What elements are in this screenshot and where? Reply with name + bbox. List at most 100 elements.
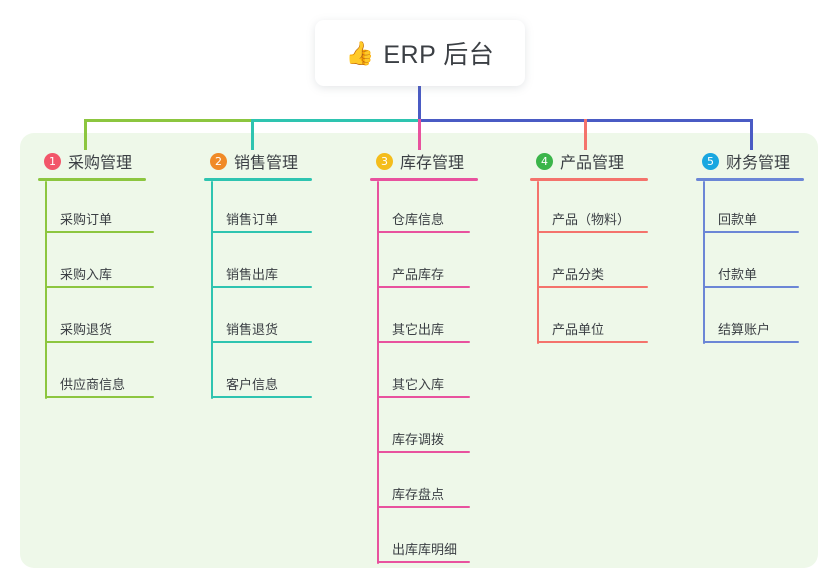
leaf-item-rule — [538, 341, 648, 343]
leaf-item[interactable]: 销售订单 — [204, 181, 354, 236]
branch-column-3: 3 库存管理仓库信息产品库存其它出库其它入库库存调拨库存盘点出库库明细 — [370, 148, 520, 566]
leaf-item-rule — [212, 341, 312, 343]
branch-trunk-line — [377, 181, 379, 564]
leaf-item-rule — [704, 341, 799, 343]
diagram-panel — [20, 133, 818, 568]
leaf-item[interactable]: 库存调拨 — [370, 401, 520, 456]
leaf-item[interactable]: 库存盘点 — [370, 456, 520, 511]
branch-trunk-line — [703, 181, 705, 344]
branch-column-4: 4 产品管理产品（物料） 产品分类产品单位 — [530, 148, 690, 346]
leaf-item-rule — [378, 506, 470, 508]
leaf-item[interactable]: 其它出库 — [370, 291, 520, 346]
leaf-item-label: 库存盘点 — [392, 487, 445, 502]
leaf-item-rule — [212, 231, 312, 233]
leaf-item-label: 产品（物料） — [552, 212, 631, 227]
leaf-item-label: 库存调拨 — [392, 432, 445, 447]
leaf-item[interactable]: 销售退货 — [204, 291, 354, 346]
leaf-item[interactable]: 结算账户 — [696, 291, 839, 346]
leaf-item-label: 采购退货 — [60, 322, 113, 337]
leaf-item-label: 销售退货 — [226, 322, 279, 337]
branch-badge-icon: 2 — [210, 152, 227, 170]
branch-badge-icon: 5 — [702, 152, 719, 170]
branch-header-rule — [530, 178, 648, 181]
leaf-item-label: 销售订单 — [226, 212, 279, 227]
leaf-item-label: 采购入库 — [60, 267, 113, 282]
leaf-item-label: 回款单 — [718, 212, 758, 227]
root-node-label: ERP 后台 — [383, 41, 495, 69]
branch-badge-icon: 1 — [44, 152, 61, 170]
leaf-item[interactable]: 产品单位 — [530, 291, 690, 346]
leaf-item-label: 其它入库 — [392, 377, 445, 392]
leaf-item-label: 采购订单 — [60, 212, 113, 227]
leaf-item-label: 销售出库 — [226, 267, 279, 282]
leaf-item-rule — [378, 286, 470, 288]
leaf-item[interactable]: 回款单 — [696, 181, 839, 236]
branch-title: 财务管理 — [726, 155, 791, 172]
branch-title: 销售管理 — [234, 155, 299, 172]
leaf-item-label: 其它出库 — [392, 322, 445, 337]
leaf-item-rule — [704, 231, 799, 233]
branch-header-rule — [38, 178, 146, 181]
branch-title: 产品管理 — [560, 155, 625, 172]
branch-title: 采购管理 — [68, 155, 133, 172]
branch-header-rule — [696, 178, 804, 181]
leaf-item-label: 仓库信息 — [392, 212, 445, 227]
leaf-item[interactable]: 供应商信息 — [38, 346, 188, 401]
leaf-item-rule — [46, 231, 154, 233]
leaf-item-rule — [46, 286, 154, 288]
branch-header-2[interactable]: 2 销售管理 — [204, 148, 354, 174]
branch-badge-icon: 4 — [536, 152, 553, 170]
leaf-item-rule — [46, 341, 154, 343]
leaf-item[interactable]: 产品库存 — [370, 236, 520, 291]
branch-items: 采购订单采购入库采购退货供应商信息 — [38, 181, 188, 401]
leaf-item-label: 供应商信息 — [60, 377, 126, 392]
leaf-item-rule — [378, 341, 470, 343]
leaf-item[interactable]: 产品（物料） — [530, 181, 690, 236]
branch-header-1[interactable]: 1 采购管理 — [38, 148, 188, 174]
leaf-item-label: 客户信息 — [226, 377, 279, 392]
branch-header-rule — [204, 178, 312, 181]
branch-title: 库存管理 — [400, 155, 465, 172]
branch-column-5: 5 财务管理回款单付款单结算账户 — [696, 148, 839, 346]
leaf-item-label: 产品分类 — [552, 267, 605, 282]
leaf-item-rule — [704, 286, 799, 288]
leaf-item[interactable]: 采购入库 — [38, 236, 188, 291]
leaf-item-label: 产品单位 — [552, 322, 605, 337]
leaf-item-rule — [538, 286, 648, 288]
leaf-item-label: 出库库明细 — [392, 542, 458, 557]
thumbs-up-icon: 👍 — [345, 39, 375, 66]
branch-badge-icon: 3 — [376, 152, 393, 170]
branch-trunk-line — [45, 181, 47, 399]
leaf-item-rule — [378, 396, 470, 398]
branch-header-5[interactable]: 5 财务管理 — [696, 148, 839, 174]
leaf-item-label: 产品库存 — [392, 267, 445, 282]
leaf-item-rule — [46, 396, 154, 398]
branch-header-rule — [370, 178, 478, 181]
branch-trunk-line — [211, 181, 213, 399]
leaf-item[interactable]: 仓库信息 — [370, 181, 520, 236]
leaf-item-rule — [538, 231, 648, 233]
root-node-erp-backend[interactable]: 👍 ERP 后台 — [315, 20, 525, 86]
branch-items: 回款单付款单结算账户 — [696, 181, 839, 346]
branch-items: 销售订单销售出库销售退货客户信息 — [204, 181, 354, 401]
branch-header-4[interactable]: 4 产品管理 — [530, 148, 690, 174]
leaf-item[interactable]: 采购订单 — [38, 181, 188, 236]
leaf-item[interactable]: 产品分类 — [530, 236, 690, 291]
branch-items: 产品（物料） 产品分类产品单位 — [530, 181, 690, 346]
leaf-item[interactable]: 销售出库 — [204, 236, 354, 291]
branch-trunk-line — [537, 181, 539, 344]
leaf-item[interactable]: 付款单 — [696, 236, 839, 291]
leaf-item[interactable]: 其它入库 — [370, 346, 520, 401]
leaf-item-label: 付款单 — [718, 267, 758, 282]
leaf-item-rule — [378, 561, 470, 563]
leaf-item-rule — [378, 231, 470, 233]
leaf-item-label: 结算账户 — [718, 322, 771, 337]
leaf-item[interactable]: 出库库明细 — [370, 511, 520, 566]
leaf-item-rule — [212, 396, 312, 398]
leaf-item[interactable]: 采购退货 — [38, 291, 188, 346]
branch-column-2: 2 销售管理销售订单销售出库销售退货客户信息 — [204, 148, 354, 401]
branch-header-3[interactable]: 3 库存管理 — [370, 148, 520, 174]
leaf-item-rule — [378, 451, 470, 453]
leaf-item[interactable]: 客户信息 — [204, 346, 354, 401]
